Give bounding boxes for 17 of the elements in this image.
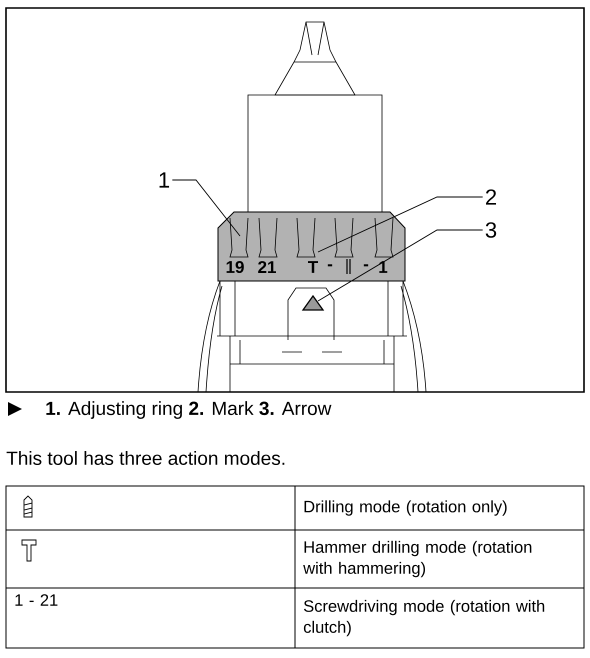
mode-description: Drilling mode (rotation only) [304, 500, 507, 516]
callout-number: 1 [160, 172, 170, 188]
mode-description: Screwdriving mode (rotation with clutch) [304, 600, 544, 636]
ring-marking: T [308, 261, 318, 273]
ring-marking: - [328, 264, 332, 266]
figure-caption: 1. Adjusting ring 2. Mark 3. Arrow [46, 401, 332, 419]
mode-description: Hammer drilling mode (rotation with hammering) [303, 540, 532, 578]
ring-marking: - [364, 264, 368, 266]
callout-number: 3 [486, 222, 496, 238]
ring-marking: 21 [258, 261, 276, 273]
setting-range: 1 - 21 [15, 594, 58, 606]
leader-line [318, 230, 484, 302]
intro-sentence: This tool has three action modes. [6, 451, 284, 465]
callout-number: 2 [486, 189, 496, 205]
leader-line [172, 180, 240, 236]
leader-line [318, 196, 484, 252]
ring-marking: 19 [226, 260, 244, 274]
